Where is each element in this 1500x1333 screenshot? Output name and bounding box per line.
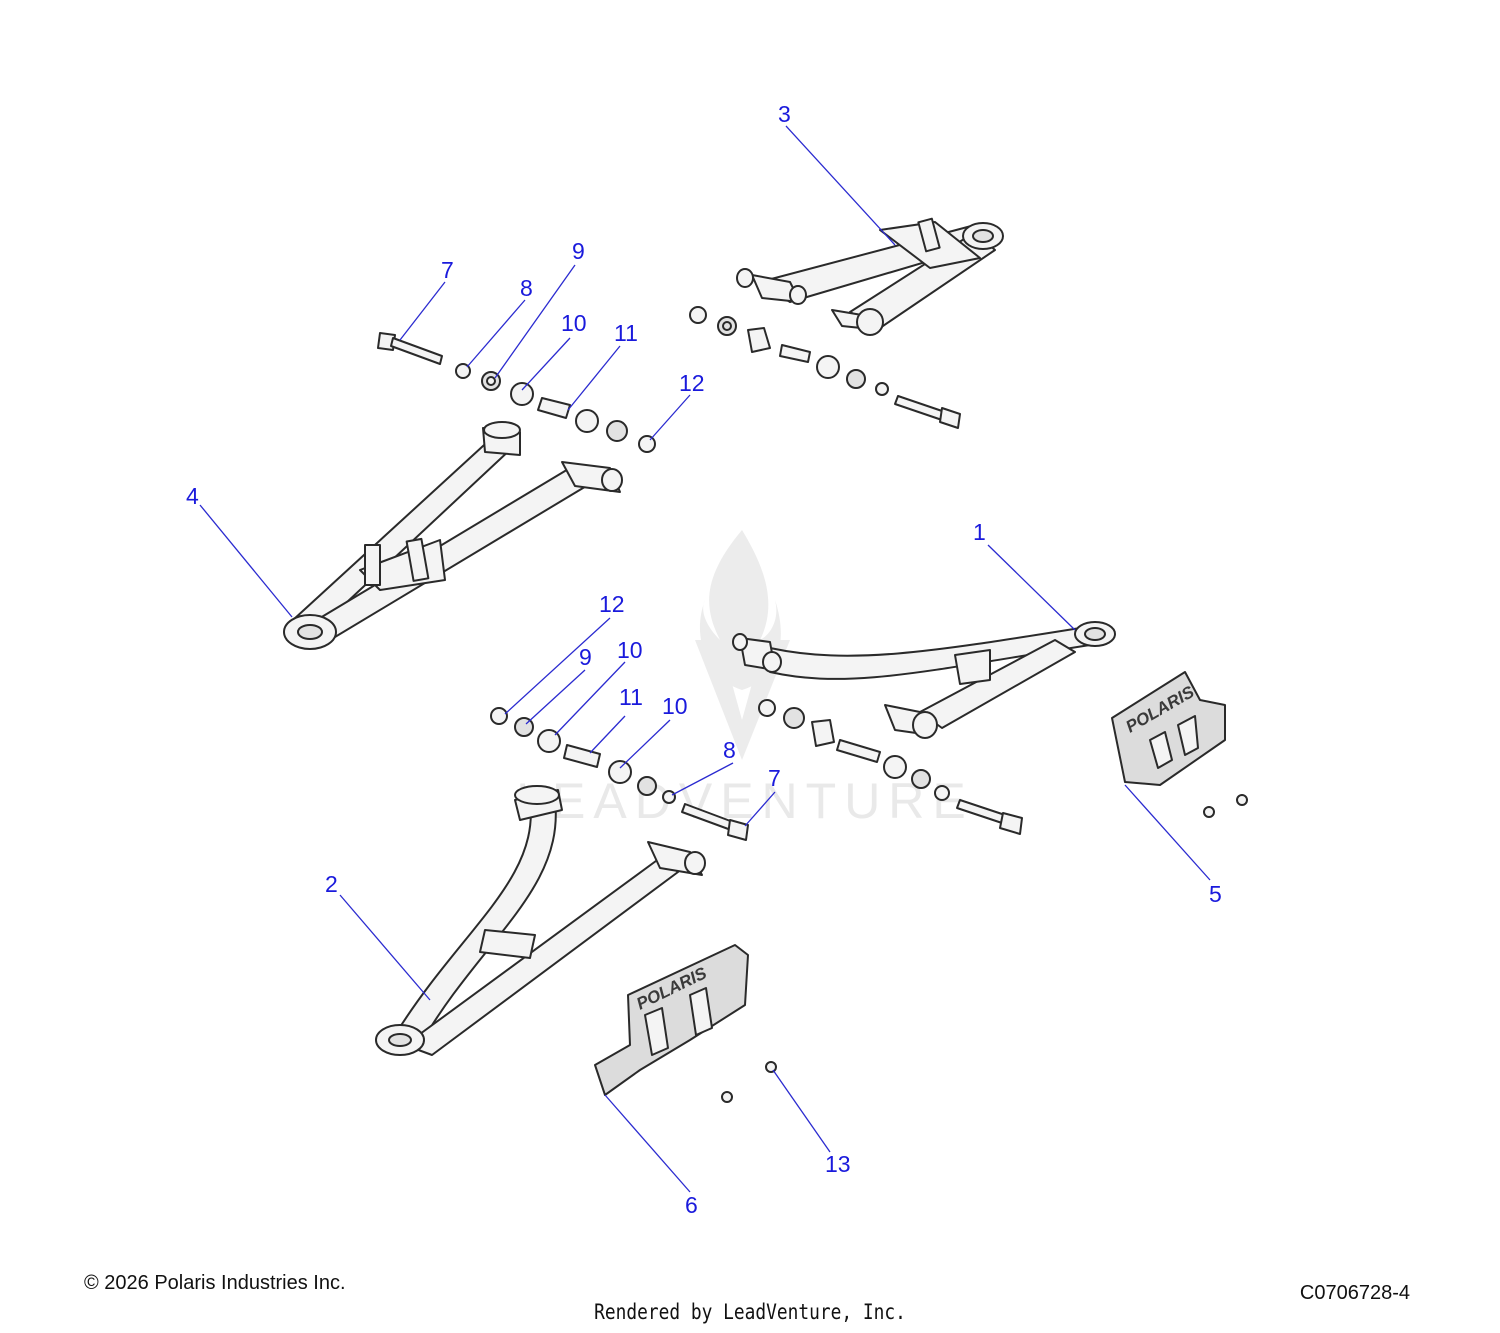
watermark-text: LEADVENTURE bbox=[516, 773, 974, 829]
callout-3: 3 bbox=[778, 101, 791, 127]
callout-2: 2 bbox=[325, 871, 338, 897]
callout-11-lower: 11 bbox=[619, 684, 643, 710]
callout-labels: 3 7 8 9 10 11 12 4 1 12 9 10 11 10 8 7 2… bbox=[186, 101, 1222, 1218]
callout-12-lower: 12 bbox=[599, 591, 625, 617]
upper-a-arm-right bbox=[736, 217, 1004, 336]
upper-a-arm-left bbox=[283, 421, 623, 650]
callout-10-lower: 10 bbox=[617, 637, 643, 663]
callout-8-lower: 8 bbox=[723, 737, 736, 763]
rendered-by-text: Rendered by LeadVenture, Inc. bbox=[594, 1300, 906, 1324]
lower-a-arm-left bbox=[375, 785, 706, 1056]
callout-4: 4 bbox=[186, 483, 199, 509]
callout-9-lower: 9 bbox=[579, 644, 592, 670]
callout-8: 8 bbox=[520, 275, 533, 301]
skid-plate-right: POLARIS bbox=[1111, 671, 1248, 818]
callout-13: 13 bbox=[825, 1151, 851, 1177]
watermark: LEADVENTURE bbox=[516, 530, 974, 829]
callout-9: 9 bbox=[572, 238, 585, 264]
diagram-code: C0706728-4 bbox=[1299, 1282, 1410, 1304]
upper-right-hardware bbox=[689, 306, 961, 429]
callout-10: 10 bbox=[561, 310, 587, 336]
upper-left-hardware bbox=[377, 332, 656, 453]
callout-1: 1 bbox=[973, 519, 986, 545]
callout-10-lower-b: 10 bbox=[662, 693, 688, 719]
callout-11: 11 bbox=[614, 320, 638, 346]
lower-right-hardware bbox=[758, 699, 1023, 835]
copyright-text: © 2026 Polaris Industries Inc. bbox=[84, 1272, 346, 1294]
lower-a-arm-right bbox=[732, 621, 1116, 739]
callout-7: 7 bbox=[441, 257, 454, 283]
callout-12: 12 bbox=[679, 370, 705, 396]
callout-7-lower: 7 bbox=[768, 765, 781, 791]
lower-left-hardware bbox=[490, 707, 749, 841]
callout-6: 6 bbox=[685, 1192, 698, 1218]
callout-5: 5 bbox=[1209, 881, 1222, 907]
leader-lines bbox=[199, 125, 1211, 1193]
skid-plate-lower: POLARIS bbox=[594, 944, 777, 1103]
